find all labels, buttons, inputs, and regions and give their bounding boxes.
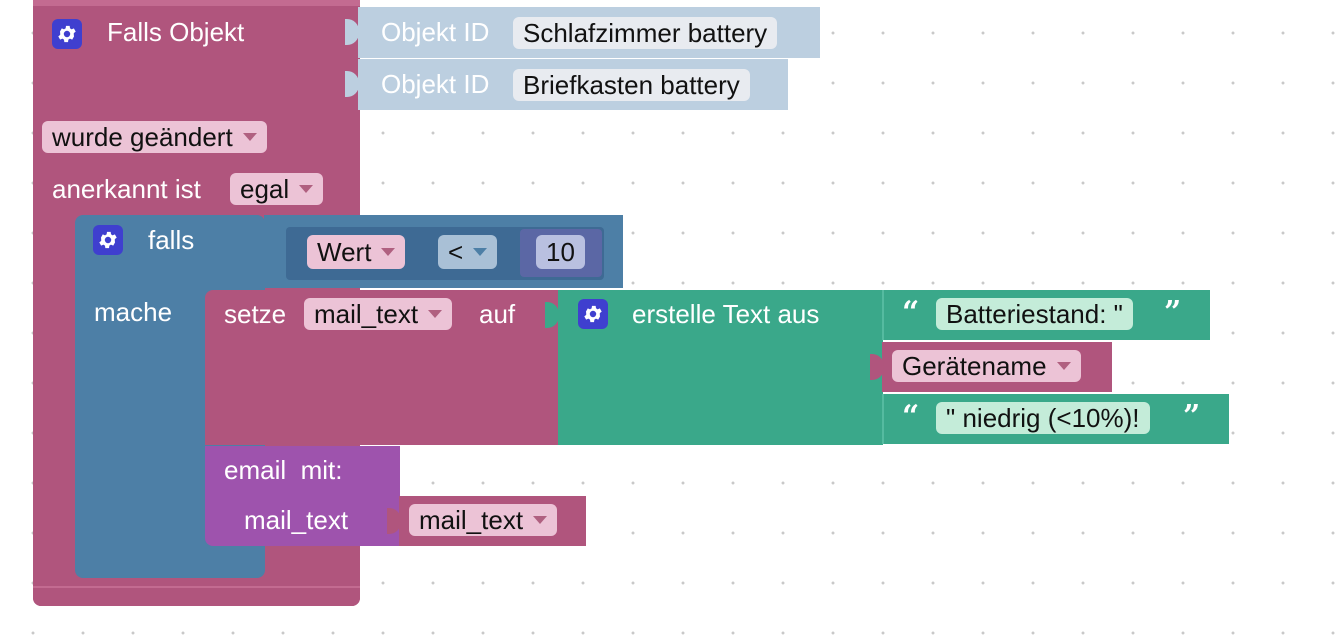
event-block-top-edge — [33, 0, 360, 6]
object-id-label-1: Objekt ID — [381, 17, 490, 47]
set-variable-value: mail_text — [314, 299, 419, 329]
connector-notch — [870, 354, 884, 380]
connector-notch — [387, 508, 401, 534]
connector-notch — [345, 71, 359, 97]
email-label: email mit: — [224, 455, 342, 485]
quote-open-icon: “ — [902, 295, 920, 330]
connector-notch — [545, 302, 559, 328]
dropdown-caret-icon — [1056, 362, 1071, 371]
dropdown-caret-icon — [299, 185, 314, 194]
ack-value: egal — [240, 174, 290, 204]
if-falls-label: falls — [148, 225, 195, 255]
text-join-block[interactable] — [558, 290, 883, 445]
connector-notch — [345, 19, 359, 45]
operator-dropdown[interactable]: < — [438, 235, 498, 269]
email-param-dropdown[interactable]: mail_text — [409, 504, 558, 536]
object-id-value-1[interactable]: Schlafzimmer battery — [513, 17, 778, 49]
gear-icon[interactable] — [578, 299, 608, 329]
email-name: email — [224, 455, 287, 485]
email-procedure-block[interactable] — [205, 446, 400, 546]
email-param-value: mail_text — [419, 505, 524, 535]
dropdown-caret-icon — [428, 310, 443, 319]
event-title: Falls Objekt — [107, 17, 245, 47]
email-param-label: mail_text — [244, 505, 349, 535]
set-label: setze — [224, 299, 287, 329]
object-id-label-2: Objekt ID — [381, 69, 490, 99]
gear-icon[interactable] — [52, 19, 82, 49]
text-join-label: erstelle Text aus — [632, 299, 820, 329]
operator-value: < — [448, 237, 464, 267]
condition-dropdown[interactable]: wurde geändert — [42, 121, 267, 153]
email-mit-label: mit: — [300, 455, 343, 485]
dropdown-caret-icon — [242, 133, 257, 142]
dropdown-caret-icon — [381, 248, 396, 257]
gear-icon[interactable] — [93, 225, 123, 255]
dropdown-caret-icon — [473, 248, 488, 257]
compare-left-dropdown[interactable]: Wert — [307, 235, 406, 269]
variable-value-geratename: Gerätename — [902, 351, 1047, 381]
event-block-bottom-bar — [33, 586, 360, 606]
set-auf-label: auf — [479, 299, 516, 329]
quote-close-icon: ” — [1183, 399, 1201, 434]
set-variable-dropdown[interactable]: mail_text — [304, 298, 453, 330]
if-mache-label: mache — [94, 297, 173, 327]
dropdown-caret-icon — [533, 516, 548, 525]
variable-dropdown-geratename[interactable]: Gerätename — [892, 350, 1081, 382]
text-value-1[interactable]: Batteriestand: " — [936, 298, 1133, 330]
quote-close-icon: ” — [1164, 295, 1182, 330]
quote-open-icon: “ — [902, 399, 920, 434]
compare-left-value: Wert — [317, 237, 372, 267]
ack-dropdown[interactable]: egal — [230, 173, 324, 205]
condition-value: wurde geändert — [52, 122, 233, 152]
text-value-2[interactable]: " niedrig (<10%)! — [936, 402, 1150, 434]
ack-label: anerkannt ist — [52, 174, 201, 204]
object-id-value-2[interactable]: Briefkasten battery — [513, 69, 750, 101]
number-value[interactable]: 10 — [536, 235, 585, 269]
